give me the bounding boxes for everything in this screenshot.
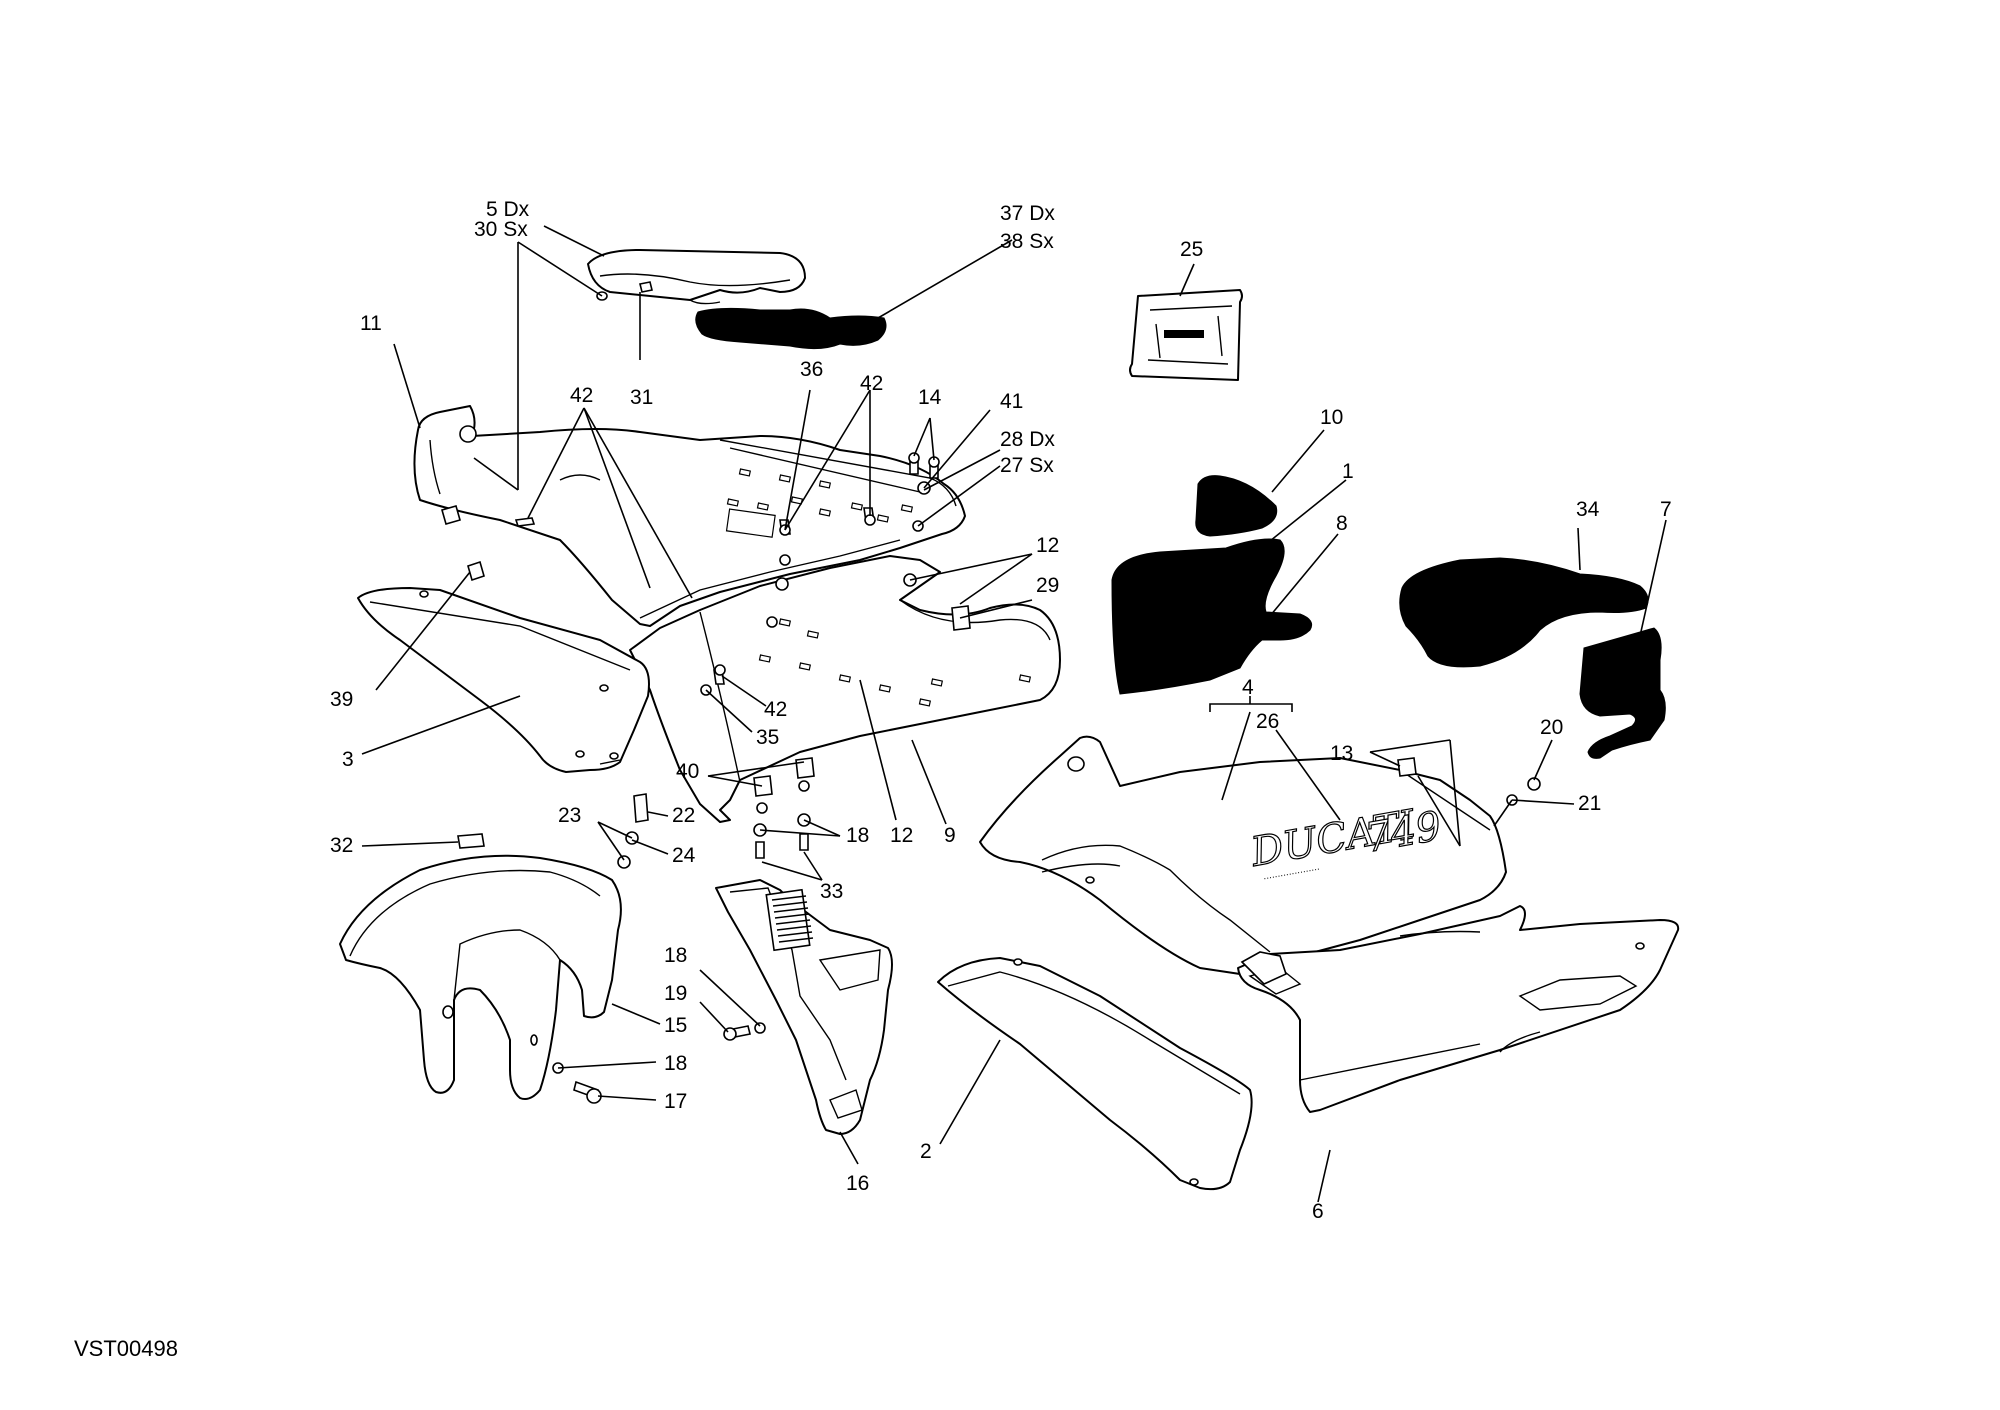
callout-label: 42 — [860, 372, 883, 395]
part-side-panel-3 — [357, 587, 650, 773]
callout-label: 29 — [1036, 574, 1059, 597]
part-side-fairing-4: DUCATI 749 ···················· — [979, 735, 1507, 975]
callout-label: 31 — [630, 386, 653, 409]
callout-label: 42 — [764, 698, 787, 721]
diagram-code: VST00498 — [74, 1336, 178, 1361]
callout-label: 12 — [890, 824, 913, 847]
callout-label: 13 — [1330, 742, 1353, 765]
callout-label: 38 Sx — [1000, 230, 1054, 253]
leader-lines — [361, 225, 1667, 1203]
callout-label: 32 — [330, 834, 353, 857]
callout-label: 1 — [1342, 460, 1354, 483]
callout-label: 7 — [1660, 498, 1672, 521]
part-front-spoiler-16 — [715, 879, 893, 1135]
callout-label: 19 — [664, 982, 687, 1005]
vent-grille — [771, 895, 814, 943]
part-foam-pad-8 — [1111, 538, 1313, 695]
part-under-tray-9 — [629, 555, 1061, 823]
callout-label: 17 — [664, 1090, 687, 1113]
part-lower-fairing-6 — [1237, 905, 1680, 1113]
callout-label: 12 — [1036, 534, 1059, 557]
callout-label: 33 — [820, 880, 843, 903]
callout-label: 4 — [1242, 676, 1254, 699]
part-front-mudguard-15 — [339, 854, 622, 1100]
callout-labels: 5 Dx 30 Sx 37 Dx 38 Sx 25 11 31 36 42 42… — [330, 198, 1672, 1223]
callout-label: 10 — [1320, 406, 1343, 429]
callout-label: 22 — [672, 804, 695, 827]
model-number-text: 749 — [1362, 803, 1445, 862]
callout-label: 36 — [800, 358, 823, 381]
callout-label: 35 — [756, 726, 779, 749]
part-tail-cover-5-30 — [587, 249, 806, 305]
callout-label: 9 — [944, 824, 956, 847]
callout-label: 24 — [672, 844, 696, 867]
callout-label: 5 Dx — [486, 198, 530, 221]
callout-label: 27 Sx — [1000, 454, 1054, 477]
callout-label: 18 — [664, 1052, 687, 1075]
callout-label: 39 — [330, 688, 353, 711]
callout-label: 40 — [676, 760, 699, 783]
callout-label: 34 — [1576, 498, 1600, 521]
callout-label: 20 — [1540, 716, 1563, 739]
callout-label: 3 — [342, 748, 354, 771]
part-decal-sheet-25 — [1129, 289, 1243, 381]
callout-label: 23 — [558, 804, 581, 827]
callout-label: 11 — [360, 312, 382, 335]
callout-label: 25 — [1180, 238, 1203, 261]
callout-label: 14 — [918, 386, 942, 409]
part-foam-pad-10 — [1195, 475, 1278, 537]
callout-label: 41 — [1000, 390, 1023, 413]
callout-label: 42 — [570, 384, 593, 407]
part-foam-pad-7 — [1579, 627, 1666, 759]
callout-label: 2 — [920, 1140, 932, 1163]
callout-label: 30 Sx — [474, 218, 528, 241]
callout-label: 28 Dx — [1000, 428, 1055, 451]
callout-label: 18 — [846, 824, 869, 847]
part-foam-pad-37-38 — [695, 307, 887, 350]
callout-label: 6 — [1312, 1200, 1324, 1223]
callout-label: 8 — [1336, 512, 1348, 535]
callout-label: 37 Dx — [1000, 202, 1055, 225]
callout-label: 18 — [664, 944, 687, 967]
callout-label: 15 — [664, 1014, 687, 1037]
callout-label: 26 — [1256, 710, 1279, 733]
slots-group — [726, 468, 914, 523]
part-side-lower-panel-2 — [937, 957, 1253, 1191]
callout-label: 21 — [1578, 792, 1601, 815]
part-foam-pad-34 — [1399, 557, 1649, 668]
callout-label: 16 — [846, 1172, 869, 1195]
